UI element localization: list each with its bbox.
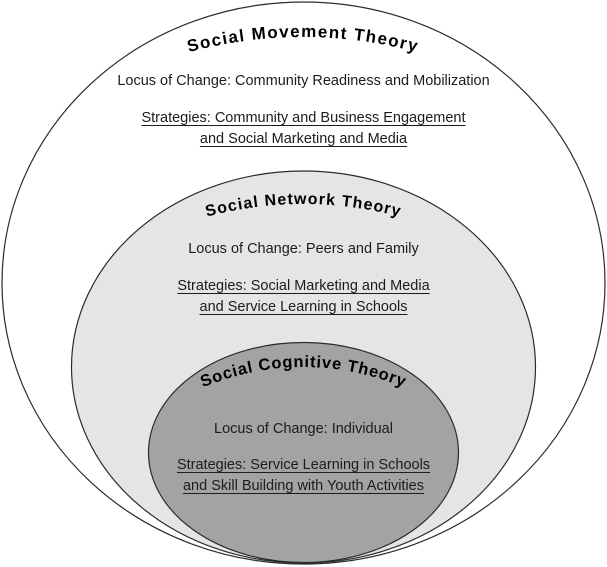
social-movement-strategies-line1: Strategies: Community and Business Engag… xyxy=(141,110,466,126)
social-cognitive-locus: Locus of Change: Individual xyxy=(214,421,393,437)
social-network-locus: Locus of Change: Peers and Family xyxy=(188,241,419,257)
social-movement-strategies: Strategies: Community and Business Engag… xyxy=(0,108,607,150)
social-cognitive-strategies-line2: and Skill Building with Youth Activities xyxy=(182,478,424,494)
social-movement-strategies-line2: and Social Marketing and Media xyxy=(199,131,408,147)
social-network-strategies: Strategies: Social Marketing and Media a… xyxy=(0,276,607,318)
social-cognitive-ellipse xyxy=(147,341,460,564)
social-movement-locus: Locus of Change: Community Readiness and… xyxy=(117,73,490,89)
social-cognitive-strategies-line1: Strategies: Service Learning in Schools xyxy=(176,457,431,473)
social-network-strategies-line1: Strategies: Social Marketing and Media xyxy=(177,278,430,294)
social-cognitive-strategies: Strategies: Service Learning in Schools … xyxy=(0,455,607,497)
social-network-strategies-line2: and Service Learning in Schools xyxy=(199,299,408,315)
